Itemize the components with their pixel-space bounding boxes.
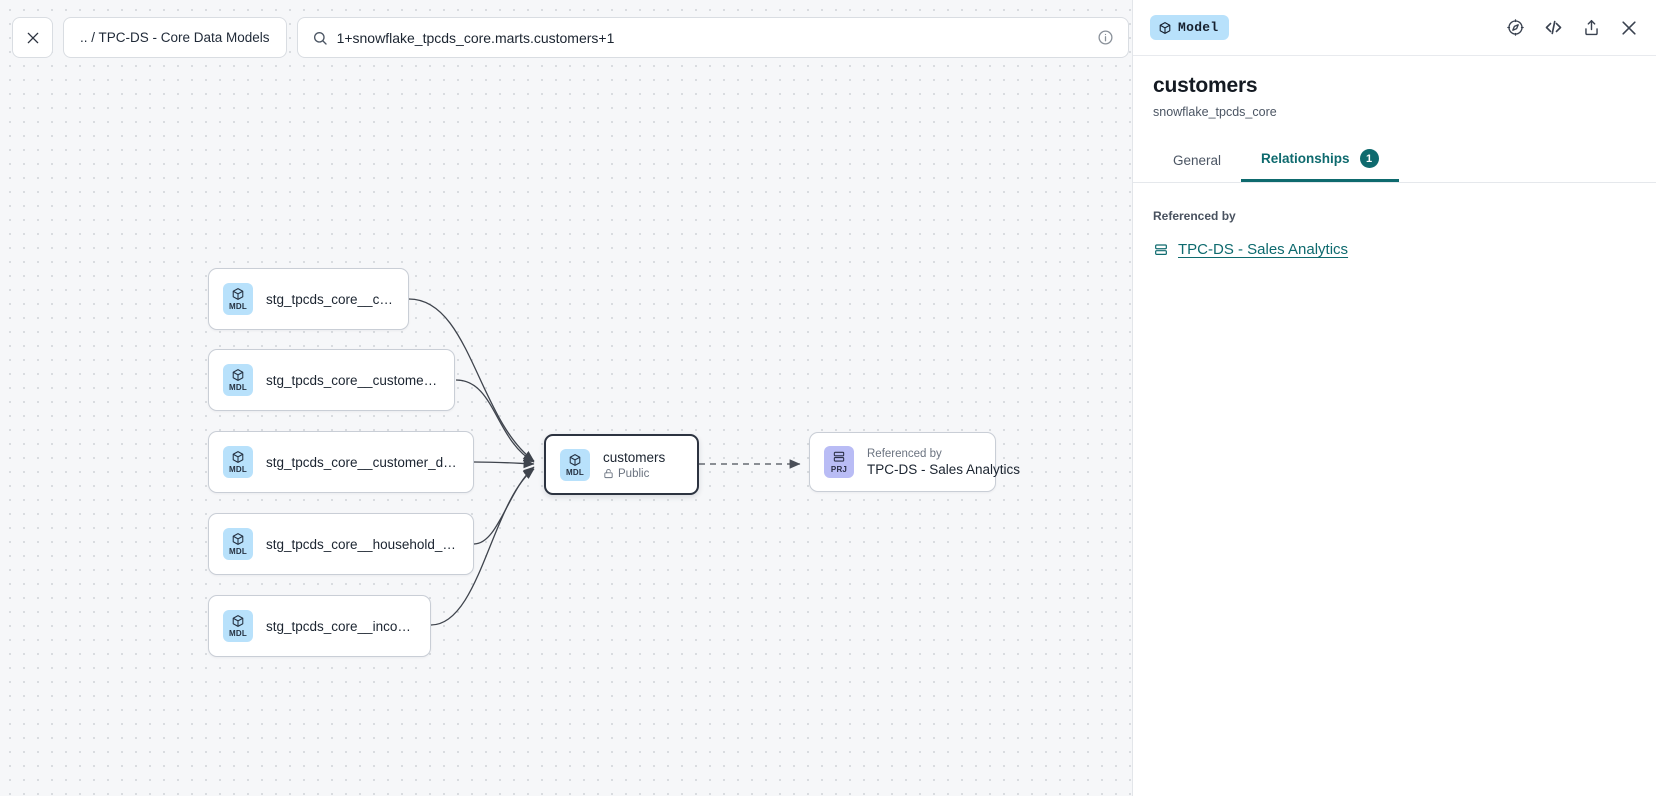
badge-text: MDL — [229, 547, 247, 556]
node-kicker: Referenced by — [867, 447, 942, 460]
panel-header: Model — [1133, 0, 1656, 56]
breadcrumb[interactable]: .. / TPC-DS - Core Data Models — [63, 17, 287, 58]
node-labels: stg_tpcds_core__income_band — [266, 619, 416, 634]
tab-general[interactable]: General — [1153, 143, 1241, 182]
graph-node-upstream-2[interactable]: MDL stg_tpcds_core__customer_address — [208, 349, 455, 411]
reference-link-item[interactable]: TPC-DS - Sales Analytics — [1153, 241, 1636, 258]
graph-node-upstream-5[interactable]: MDL stg_tpcds_core__income_band — [208, 595, 431, 657]
visibility-label: Public — [618, 467, 650, 480]
node-title: stg_tpcds_core__income_band — [266, 618, 416, 634]
panel-header-actions — [1506, 17, 1639, 38]
close-lineage-button[interactable] — [12, 17, 53, 58]
tab-relationships[interactable]: Relationships 1 — [1241, 139, 1399, 182]
close-panel-icon[interactable] — [1619, 18, 1639, 38]
badge-text: MDL — [229, 383, 247, 392]
cube-icon — [231, 614, 245, 628]
cube-icon — [568, 453, 582, 467]
cube-icon — [231, 287, 245, 301]
badge-text: MDL — [229, 465, 247, 474]
graph-node-downstream-project[interactable]: PRJ Referenced by TPC-DS - Sales Analyti… — [809, 432, 1021, 492]
node-title: stg_tpcds_core__customer_demogra… — [266, 454, 459, 470]
section-label-referenced-by: Referenced by — [1153, 209, 1236, 223]
lineage-toolbar: .. / TPC-DS - Core Data Models 1+snowfla… — [12, 17, 1132, 58]
close-icon — [25, 30, 41, 46]
info-icon[interactable] — [1097, 29, 1114, 46]
layers-icon — [832, 450, 846, 464]
cube-icon — [231, 532, 245, 546]
details-panel: Model — [1132, 0, 1656, 796]
model-badge-icon: MDL — [223, 610, 253, 642]
lock-icon — [603, 468, 614, 479]
model-badge-icon: MDL — [223, 283, 253, 315]
cube-icon — [1158, 21, 1172, 35]
explore-icon[interactable] — [1506, 18, 1525, 37]
graph-node-upstream-3[interactable]: MDL stg_tpcds_core__customer_demogra… — [208, 431, 474, 493]
project-badge-icon: PRJ — [824, 446, 854, 478]
node-title: customers — [603, 449, 666, 465]
project-icon — [1153, 242, 1169, 258]
panel-subtitle: snowflake_tpcds_core — [1153, 105, 1277, 119]
node-title: TPC-DS - Sales Analytics — [867, 461, 1021, 477]
node-title: stg_tpcds_core__customer — [266, 291, 394, 307]
node-labels: stg_tpcds_core__customer_address — [266, 373, 440, 388]
panel-tabs: General Relationships 1 — [1133, 139, 1656, 183]
node-labels: stg_tpcds_core__household_demogr… — [266, 537, 459, 552]
search-value: 1+snowflake_tpcds_core.marts.customers+1 — [336, 29, 615, 46]
model-badge-icon: MDL — [223, 364, 253, 396]
code-icon[interactable] — [1543, 17, 1564, 38]
node-title: stg_tpcds_core__household_demogr… — [266, 536, 459, 552]
panel-title-block: customers snowflake_tpcds_core — [1133, 56, 1656, 119]
node-visibility: Public — [603, 468, 665, 480]
badge-text: MDL — [566, 467, 584, 477]
model-badge-icon: MDL — [560, 448, 590, 481]
node-labels: Referenced by TPC-DS - Sales Analytics — [867, 447, 1021, 477]
cube-icon — [231, 450, 245, 464]
lineage-search-input[interactable]: 1+snowflake_tpcds_core.marts.customers+1 — [296, 17, 1129, 58]
share-icon[interactable] — [1582, 18, 1601, 37]
model-badge-icon: MDL — [223, 528, 253, 560]
tab-label: General — [1173, 153, 1222, 168]
tab-count-badge: 1 — [1359, 149, 1379, 168]
tab-label: Relationships — [1261, 151, 1350, 166]
node-labels: stg_tpcds_core__customer — [266, 292, 394, 307]
node-title: stg_tpcds_core__customer_address — [266, 372, 440, 388]
graph-node-upstream-1[interactable]: MDL stg_tpcds_core__customer — [208, 268, 409, 330]
cube-icon — [231, 368, 245, 382]
model-badge-icon: MDL — [223, 446, 253, 478]
node-labels: customers Public — [603, 450, 665, 480]
badge-text: MDL — [229, 302, 247, 311]
asset-type-badge[interactable]: Model — [1150, 15, 1229, 40]
panel-body: Referenced by TPC-DS - Sales Analytics — [1133, 183, 1656, 796]
node-labels: stg_tpcds_core__customer_demogra… — [266, 455, 459, 470]
reference-link-label: TPC-DS - Sales Analytics — [1178, 241, 1349, 258]
asset-type-label: Model — [1178, 20, 1219, 35]
graph-node-focus-customers[interactable]: MDL customers Public — [544, 434, 699, 495]
graph-node-upstream-4[interactable]: MDL stg_tpcds_core__household_demogr… — [208, 513, 474, 575]
lineage-edges — [408, 298, 801, 626]
badge-text: MDL — [229, 629, 247, 638]
badge-text: PRJ — [830, 465, 848, 474]
search-icon — [312, 30, 328, 46]
page-title: customers — [1153, 74, 1258, 97]
lineage-canvas[interactable]: MDL stg_tpcds_core__customer MDL stg_tpc… — [0, 0, 1132, 796]
